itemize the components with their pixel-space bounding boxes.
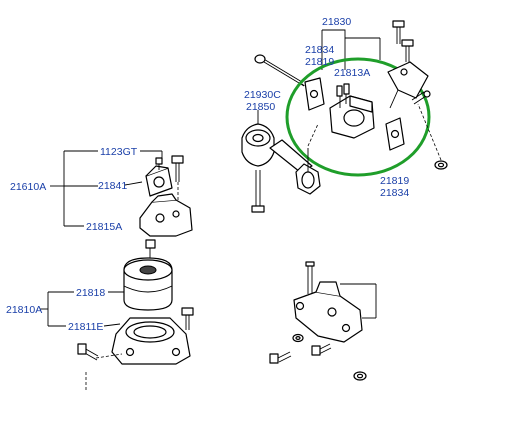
washer-icon [292, 333, 304, 343]
stud-bolt-icon [305, 261, 315, 294]
label-1123gt: 1123GT [100, 146, 138, 158]
label-21834-bottom: 21834 [380, 187, 409, 199]
bolt-icon [77, 343, 99, 361]
label-21819-top: 21819 [305, 56, 334, 68]
rubber-mount-21813a-icon [329, 83, 375, 139]
label-21810a: 21810A [6, 304, 42, 316]
rubber-mount-21841-icon [145, 157, 173, 197]
label-21818: 21818 [76, 287, 105, 299]
mount-assembly-21610A [50, 150, 193, 237]
label-21815a: 21815A [86, 221, 122, 233]
washer-plate-right-icon [385, 117, 405, 151]
bolt-icon [181, 307, 194, 330]
washer-plate-left-icon [304, 77, 325, 111]
bracket-assembly-bottom-right [269, 261, 377, 381]
nut-icon [434, 160, 448, 170]
rubber-mount-21818-icon [123, 239, 173, 311]
label-21811e: 21811E [68, 321, 103, 333]
bolt-icon [251, 170, 265, 213]
bolt-icon [311, 343, 332, 356]
bolt-icon [269, 351, 292, 364]
bracket-21811E-icon [111, 317, 191, 365]
bolt-icon [171, 155, 184, 182]
bracket-21815A-icon [139, 193, 193, 237]
label-21830: 21830 [322, 16, 351, 28]
label-21930c: 21930C [244, 89, 281, 101]
label-21819-bottom: 21819 [380, 175, 409, 187]
highlight-ring [285, 57, 431, 177]
bracket-top-right-icon [387, 61, 429, 109]
label-21850: 21850 [246, 101, 275, 113]
bolt-icon [401, 39, 414, 62]
nut-icon [353, 371, 367, 381]
mount-assembly-21810A [40, 239, 194, 390]
label-21834-top: 21834 [305, 44, 334, 56]
label-21813a: 21813A [334, 67, 370, 79]
bracket-bottom-right-icon [293, 281, 363, 343]
bolt-icon [392, 20, 405, 44]
bolt-icon [411, 90, 431, 105]
torque-rod-21850 [241, 110, 321, 213]
mount-assembly-21830 [254, 20, 448, 177]
label-21610a: 21610A [10, 181, 46, 193]
label-21841: 21841 [98, 180, 127, 192]
